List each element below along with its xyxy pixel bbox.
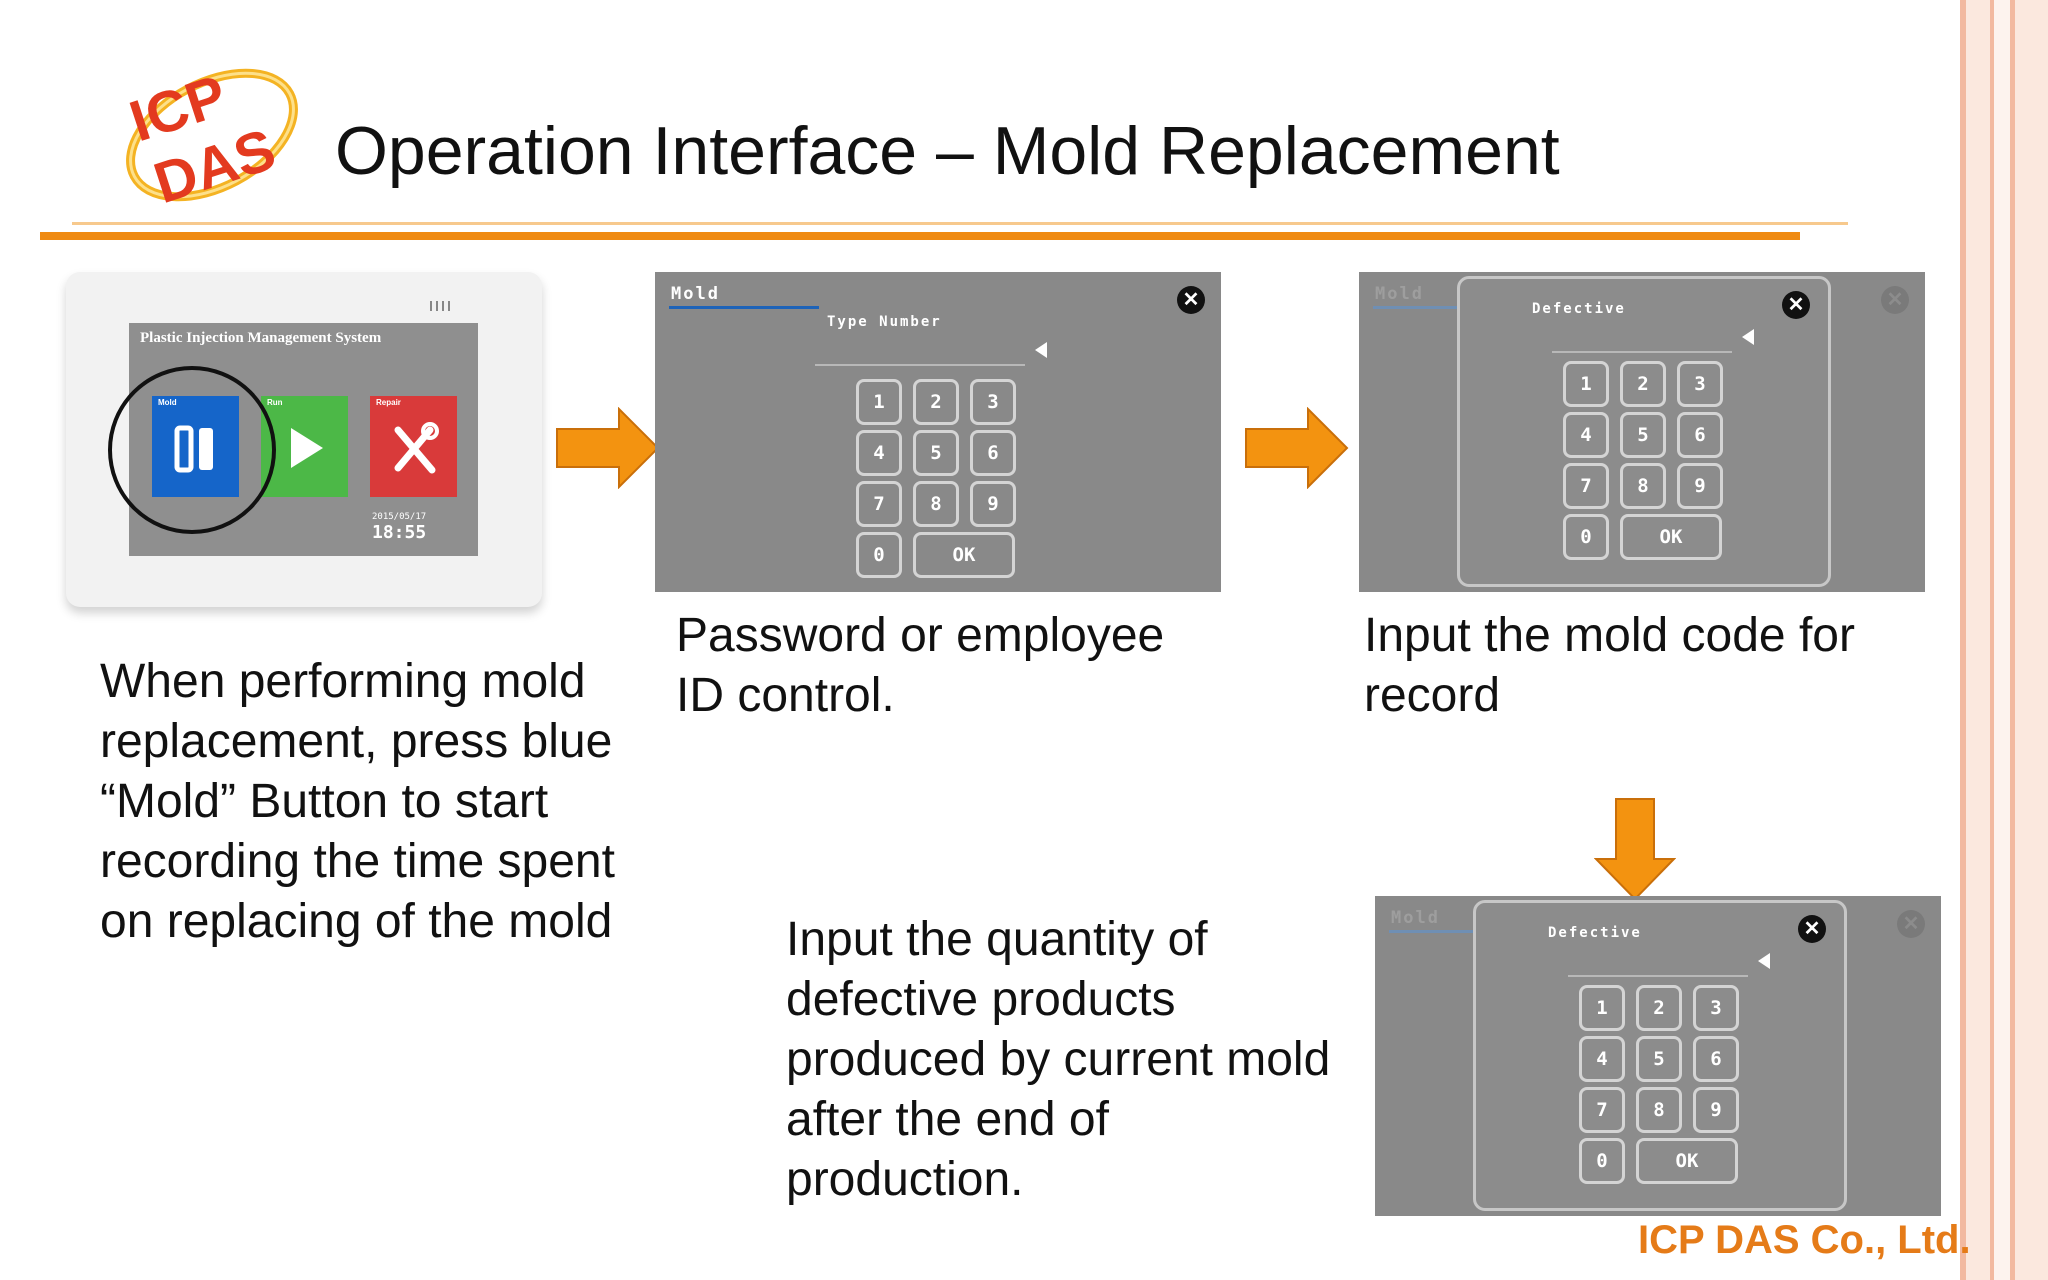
key-1[interactable]: 1	[856, 379, 902, 425]
right-arrow-icon	[556, 407, 660, 489]
speaker-grille	[430, 298, 460, 311]
caption-step3: Input the mold code for record	[1364, 609, 1855, 722]
title-divider	[72, 222, 1848, 225]
key-6[interactable]: 6	[1677, 412, 1723, 458]
close-icon: ✕	[1897, 910, 1925, 938]
dialog-title: Type Number	[827, 314, 942, 330]
close-icon[interactable]: ✕	[1798, 915, 1826, 943]
key-1[interactable]: 1	[1563, 361, 1609, 407]
key-1[interactable]: 1	[1579, 985, 1625, 1031]
key-8[interactable]: 8	[1636, 1087, 1682, 1133]
key-8[interactable]: 8	[1620, 463, 1666, 509]
close-icon[interactable]: ✕	[1177, 286, 1205, 314]
key-0[interactable]: 0	[1579, 1138, 1625, 1184]
border-stripe	[1960, 0, 1966, 1280]
caption-step4: Input the quantity of defective products…	[786, 913, 1331, 1206]
entry-field[interactable]	[815, 364, 1025, 366]
close-icon: ✕	[1881, 286, 1909, 314]
caption-step2: Password or employee ID control.	[676, 609, 1165, 722]
key-3[interactable]: 3	[1677, 361, 1723, 407]
entry-field[interactable]	[1568, 975, 1748, 977]
tile-label: Repair	[376, 398, 401, 407]
key-6[interactable]: 6	[970, 430, 1016, 476]
panel-underline	[1373, 306, 1523, 309]
run-button[interactable]: Run	[261, 396, 348, 497]
down-arrow-icon	[1594, 798, 1676, 901]
key-4[interactable]: 4	[856, 430, 902, 476]
key-5[interactable]: 5	[1620, 412, 1666, 458]
backspace-icon[interactable]	[1035, 342, 1047, 358]
device-date: 2015/05/17	[372, 512, 427, 522]
dialog-title: Defective	[1532, 301, 1626, 317]
dialog-title: Defective	[1548, 925, 1642, 941]
key-3[interactable]: 3	[970, 379, 1016, 425]
icpdas-logo: ICP DAS	[122, 63, 298, 210]
key-2[interactable]: 2	[913, 379, 959, 425]
key-9[interactable]: 9	[970, 481, 1016, 527]
ok-button[interactable]: OK	[913, 532, 1015, 578]
backspace-icon[interactable]	[1758, 953, 1770, 969]
title-divider	[40, 232, 1800, 240]
key-9[interactable]: 9	[1677, 463, 1723, 509]
tools-icon	[394, 422, 439, 474]
key-5[interactable]: 5	[913, 430, 959, 476]
key-8[interactable]: 8	[913, 481, 959, 527]
panel-label: Mold	[671, 284, 720, 304]
highlight-circle	[108, 366, 276, 534]
border-stripe	[1994, 0, 2010, 1280]
play-icon	[291, 428, 323, 468]
key-7[interactable]: 7	[1563, 463, 1609, 509]
border-stripe	[2015, 0, 2048, 1280]
key-2[interactable]: 2	[1636, 985, 1682, 1031]
key-0[interactable]: 0	[1563, 514, 1609, 560]
backspace-icon[interactable]	[1742, 329, 1754, 345]
key-4[interactable]: 4	[1579, 1036, 1625, 1082]
panel-label: Mold	[1391, 908, 1440, 928]
key-7[interactable]: 7	[856, 481, 902, 527]
system-title: Plastic Injection Management System	[140, 330, 382, 346]
key-4[interactable]: 4	[1563, 412, 1609, 458]
key-2[interactable]: 2	[1620, 361, 1666, 407]
ok-button[interactable]: OK	[1636, 1138, 1738, 1184]
panel-label: Mold	[1375, 284, 1424, 304]
border-stripe	[1966, 0, 1990, 1280]
border-stripe	[1990, 0, 1994, 1280]
key-6[interactable]: 6	[1693, 1036, 1739, 1082]
right-arrow-icon	[1245, 407, 1349, 489]
repair-button[interactable]: Repair	[370, 396, 457, 497]
defect-qty-keypad-screen: Mold ✕ Defective ✕ 1 2 3 4 5 6 7 8 9 0 O…	[1375, 896, 1941, 1216]
defective-dialog: Defective ✕ 1 2 3 4 5 6 7 8 9 0 OK	[1473, 900, 1847, 1211]
entry-field[interactable]	[1552, 351, 1732, 353]
tile-label: Run	[267, 398, 283, 407]
ok-button[interactable]: OK	[1620, 514, 1722, 560]
key-5[interactable]: 5	[1636, 1036, 1682, 1082]
mold-code-keypad-screen: Mold ✕ Defective ✕ 1 2 3 4 5 6 7 8 9 0 O…	[1359, 272, 1925, 592]
key-0[interactable]: 0	[856, 532, 902, 578]
footer-company: ICP DAS Co., Ltd.	[1638, 1218, 1971, 1262]
caption-step1: When performing mold replacement, press …	[100, 655, 615, 948]
panel-underline	[1389, 930, 1539, 933]
defective-dialog: Defective ✕ 1 2 3 4 5 6 7 8 9 0 OK	[1457, 276, 1831, 587]
panel-underline	[669, 306, 819, 309]
key-7[interactable]: 7	[1579, 1087, 1625, 1133]
device-time: 18:55	[372, 522, 427, 543]
key-9[interactable]: 9	[1693, 1087, 1739, 1133]
password-keypad-screen: Mold Type Number ✕ 1 2 3 4 5 6 7 8 9 0 O…	[655, 272, 1221, 592]
slide-title: Operation Interface – Mold Replacement	[335, 113, 1560, 189]
border-stripe	[2010, 0, 2015, 1280]
key-3[interactable]: 3	[1693, 985, 1739, 1031]
device-datetime: 2015/05/17 18:55	[372, 512, 426, 543]
close-icon[interactable]: ✕	[1782, 291, 1810, 319]
